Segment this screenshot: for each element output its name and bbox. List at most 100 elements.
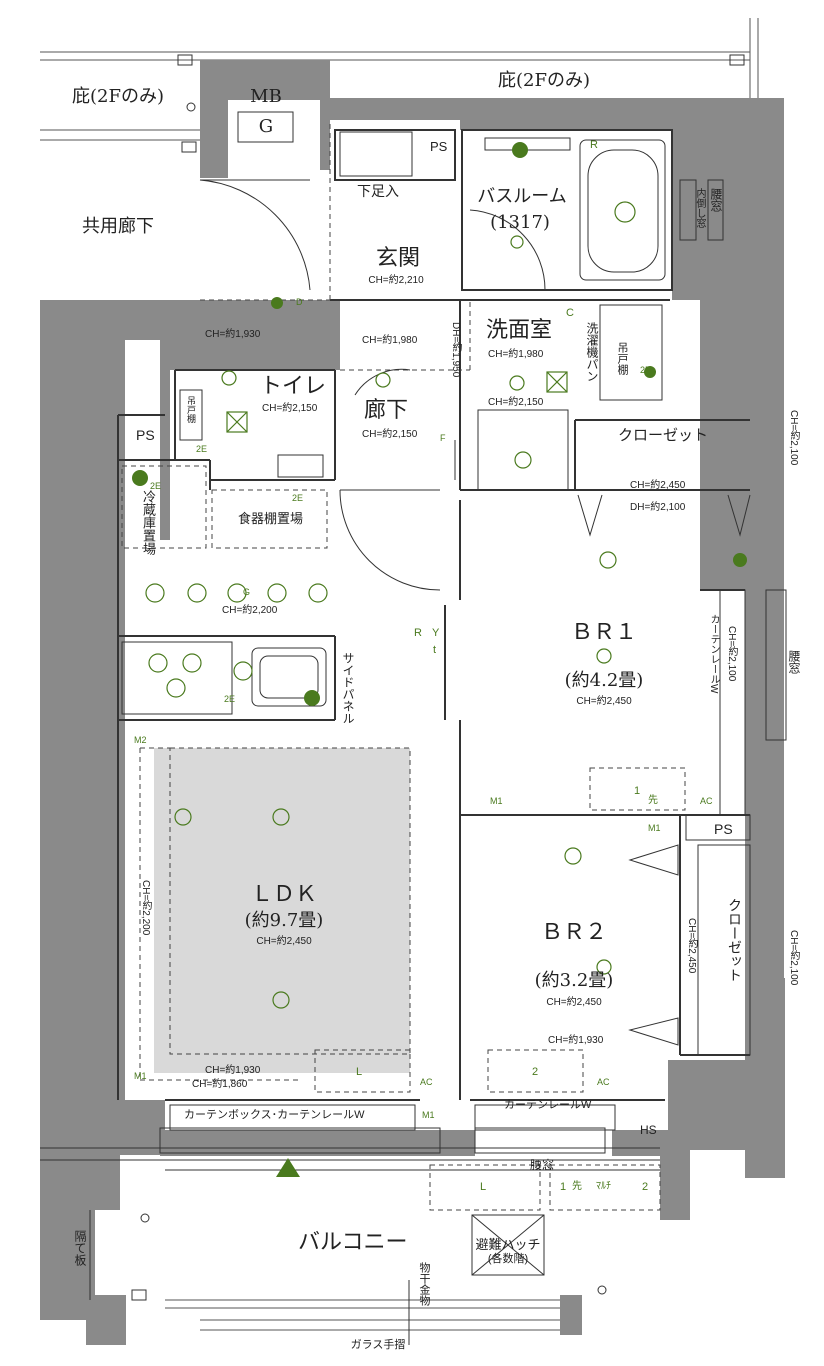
ps-left-label: PS <box>136 427 155 443</box>
shoe-cabinet-label: 下足入 <box>357 183 399 199</box>
bath-r-marker: R <box>590 139 598 151</box>
eave-left-label: 庇(2Fのみ) <box>72 86 164 107</box>
ch-2100-right2-label: CH=約2,100 <box>788 930 799 986</box>
br2-curtain-rail-label: カーテンレールW <box>504 1099 592 1111</box>
equipment <box>145 201 636 1009</box>
mb-label: MB <box>250 86 282 107</box>
door-swings <box>199 179 546 591</box>
toilet-shelf-label: 吊戸棚 <box>186 396 196 423</box>
washroom-ch2-label: CH=約2,150 <box>488 397 544 408</box>
br1-saki-marker: 先 <box>648 795 658 806</box>
washer-pan-label: 洗濯機パン <box>585 322 599 382</box>
ps-top-label: PS <box>430 139 448 154</box>
kitchen-ch-label: CH=約2,200 <box>222 605 278 616</box>
inner-window-label: 内倒し窓 <box>694 188 705 228</box>
ldk-m1-marker: M1 <box>134 1071 147 1081</box>
br2-m1-marker: M1 <box>648 823 661 833</box>
br1-ch-label: CH=約2,450 <box>576 696 632 707</box>
br2-size-label: (約3.2畳) <box>534 970 614 991</box>
hall-ch-1980-label: CH=約1,980 <box>362 335 418 346</box>
hs-label: HS <box>640 1123 657 1137</box>
dashed-outlines <box>121 120 686 1211</box>
dish-2e-marker: 2E <box>292 493 304 503</box>
entrance-label: 玄関 <box>375 246 421 271</box>
hallway-ch-label: CH=約2,150 <box>362 429 418 440</box>
balcony-switch1-marker: 1 <box>560 1181 567 1193</box>
hallway-label: 廊下 <box>363 398 409 423</box>
hall-f-marker: F <box>440 433 446 443</box>
ldk-ac-marker: AC <box>420 1077 433 1087</box>
br1-switch-marker: 1 <box>634 785 641 797</box>
ch-2100-right-label: CH=約2,100 <box>788 410 799 466</box>
intercom-t-marker: t <box>433 644 437 656</box>
ldk-ch-1860-label: CH=約1,860 <box>192 1079 248 1090</box>
window-m1-marker: M1 <box>422 1110 435 1120</box>
hatch-symbol <box>471 1214 545 1276</box>
thin-lines <box>40 111 787 1300</box>
br2-closet-ch-label: CH=約2,450 <box>686 918 697 974</box>
bottom-waist-window-label: 腰窓 <box>530 1158 555 1172</box>
balcony-multi-marker: ﾏﾙﾁ <box>596 1181 611 1192</box>
closet-triangles <box>577 494 751 1046</box>
ldk-size-label: (約9.7畳) <box>244 910 324 931</box>
intercom-y-marker: Y <box>432 627 440 639</box>
br2-label: ＢＲ２ <box>540 920 608 945</box>
ch-1930-top-label: CH=約1,930 <box>205 329 261 340</box>
br2-ps-label: PS <box>714 821 733 837</box>
br1-m1-marker: M1 <box>490 796 503 806</box>
br1-closet-label: クローゼット <box>617 427 709 444</box>
ldk-ch-left-label: CH=約2,200 <box>140 880 151 936</box>
wash-c-marker: C <box>566 307 574 319</box>
bathroom-label: バスルーム <box>477 186 567 207</box>
br1-ch-2100-label: CH=約2,100 <box>726 626 737 682</box>
balcony-label: バルコニー <box>298 1230 408 1255</box>
fridge-2e-marker: 2E <box>150 481 162 491</box>
ldk-ch-1930-label: CH=約1,930 <box>205 1065 261 1076</box>
fridge-label: 冷蔵庫置場 <box>141 490 156 555</box>
br2-ch-label: CH=約2,450 <box>546 997 602 1008</box>
walls <box>40 60 785 1345</box>
wash-hanging-shelf-label: 吊戸棚 <box>616 342 628 375</box>
curtain-box-label: カーテンボックス･カーテンレールW <box>184 1109 365 1121</box>
ldk-light-marker: L <box>356 1066 363 1078</box>
common-corridor-label: 共用廊下 <box>82 216 154 237</box>
ldk-label: ＬＤＫ <box>250 882 318 907</box>
partition-board-label: 隔て板 <box>73 1230 87 1266</box>
washroom-ch-label: CH=約1,980 <box>488 349 544 360</box>
eave-top-label: 庇(2Fのみ) <box>498 70 590 91</box>
br2-ac-marker: AC <box>597 1077 610 1087</box>
toilet-2e-marker: 2E <box>196 444 208 454</box>
br1-waist-window-label: 腰窓 <box>787 650 801 674</box>
glass-railing-label: ガラス手摺 <box>350 1339 406 1351</box>
toilet-ch-label: CH=約2,150 <box>262 403 318 414</box>
waist-window-top-label: 腰窓 <box>709 188 723 212</box>
entrance-d-marker: D <box>296 297 303 307</box>
br1-label: ＢＲ１ <box>570 620 638 645</box>
bathroom-size-label: (1317) <box>490 212 550 233</box>
br2-ch-1930-label: CH=約1,930 <box>548 1035 604 1046</box>
wash-2e-marker: 2E <box>640 365 652 375</box>
br2-closet-label: クローゼット <box>727 898 743 982</box>
intercom-r-marker: R <box>414 627 422 639</box>
br2-switch-marker: 2 <box>532 1066 539 1078</box>
washroom-label: 洗面室 <box>486 318 553 343</box>
br1-size-label: (約4.2畳) <box>564 670 644 691</box>
evac-hatch-label: 避難ハッチ <box>475 1237 541 1252</box>
kitchen-g-marker: G <box>243 587 251 597</box>
laundry-hanger-label: 物干金物 <box>418 1262 430 1306</box>
dh-1950-label: DH=約1,950 <box>450 322 461 378</box>
balcony-saki-marker: 先 <box>572 1181 582 1192</box>
ldk-ch-label: CH=約2,450 <box>256 936 312 947</box>
kitchen-m2-marker: M2 <box>134 735 147 745</box>
evac-hatch-sub-label: (各数階) <box>487 1253 529 1265</box>
br1-curtain-rail-label: カーテンレールW <box>708 614 719 694</box>
outline-lines <box>40 18 759 1331</box>
side-panel-label: サイドパネル <box>341 652 355 724</box>
toilet-label: トイレ <box>260 374 327 399</box>
entrance-ch-label: CH=約2,210 <box>368 275 424 286</box>
railing-posts <box>131 54 745 1345</box>
balcony-light-marker: L <box>480 1181 487 1193</box>
balcony-switch2-marker: 2 <box>642 1181 649 1193</box>
